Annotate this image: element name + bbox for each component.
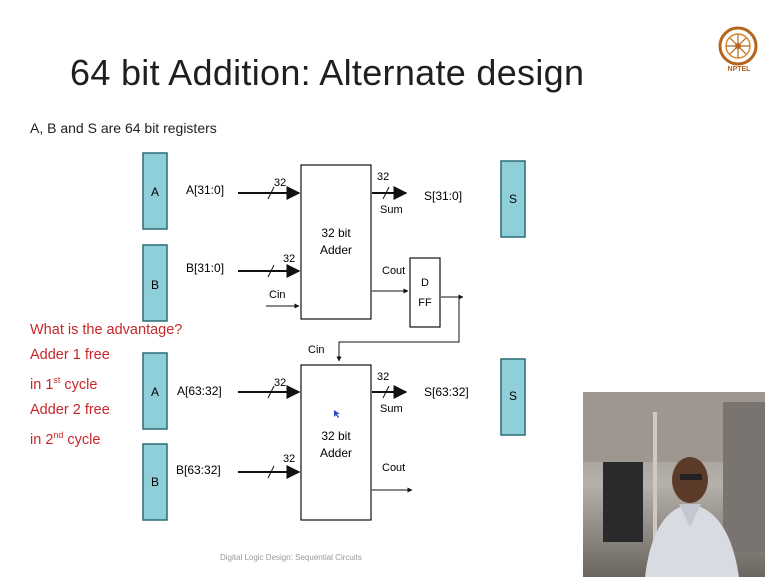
input-a-low-label: A[31:0] <box>186 183 224 197</box>
output-s-low-label: S[31:0] <box>424 189 462 203</box>
note-line-4: Adder 2 free <box>30 398 182 423</box>
note-line-3: in 1st cycle <box>30 368 182 398</box>
cin-top-label: Cin <box>269 289 286 301</box>
dff-label-line1: D <box>421 277 429 289</box>
adder-2-label-line1: 32 bit <box>321 429 351 443</box>
d-flip-flop <box>410 258 440 327</box>
presenter-figure <box>583 392 765 577</box>
register-s-top-label: S <box>509 192 517 206</box>
cin-bottom-label: Cin <box>308 344 325 356</box>
presenter-video <box>583 392 765 577</box>
slide-footer: Digital Logic Design: Sequential Circuit… <box>220 553 362 562</box>
note-line-5: in 2nd cycle <box>30 423 182 453</box>
register-s-bottom-label: S <box>509 389 517 403</box>
sum-bottom-label: Sum <box>380 403 403 415</box>
adder-1 <box>301 165 371 319</box>
input-b-low-label: B[31:0] <box>186 261 224 275</box>
input-a-high-label: A[63:32] <box>177 384 222 398</box>
adder-1-label-line2: Adder <box>320 243 352 257</box>
cout-bottom-label: Cout <box>382 462 405 474</box>
bus-width-a-low: 32 <box>274 177 286 189</box>
cout-top-label: Cout <box>382 265 405 277</box>
adder-2-label-line2: Adder <box>320 446 352 460</box>
register-b-bottom-label: B <box>151 475 159 489</box>
advantage-notes: What is the advantage? Adder 1 free in 1… <box>30 318 182 453</box>
bus-width-a-high: 32 <box>274 377 286 389</box>
bus-width-b-low: 32 <box>283 253 295 265</box>
output-s-high-label: S[63:32] <box>424 385 469 399</box>
bus-width-sum-low: 32 <box>377 171 389 183</box>
input-b-high-label: B[63:32] <box>176 463 221 477</box>
adder-1-label-line1: 32 bit <box>321 226 351 240</box>
register-a-top-label: A <box>151 185 159 199</box>
bus-width-sum-high: 32 <box>377 371 389 383</box>
bus-width-b-high: 32 <box>283 453 295 465</box>
dff-label-line2: FF <box>418 297 432 309</box>
note-line-1: What is the advantage? <box>30 318 182 343</box>
note-line-2: Adder 1 free <box>30 343 182 368</box>
sum-top-label: Sum <box>380 204 403 216</box>
register-b-top-label: B <box>151 278 159 292</box>
